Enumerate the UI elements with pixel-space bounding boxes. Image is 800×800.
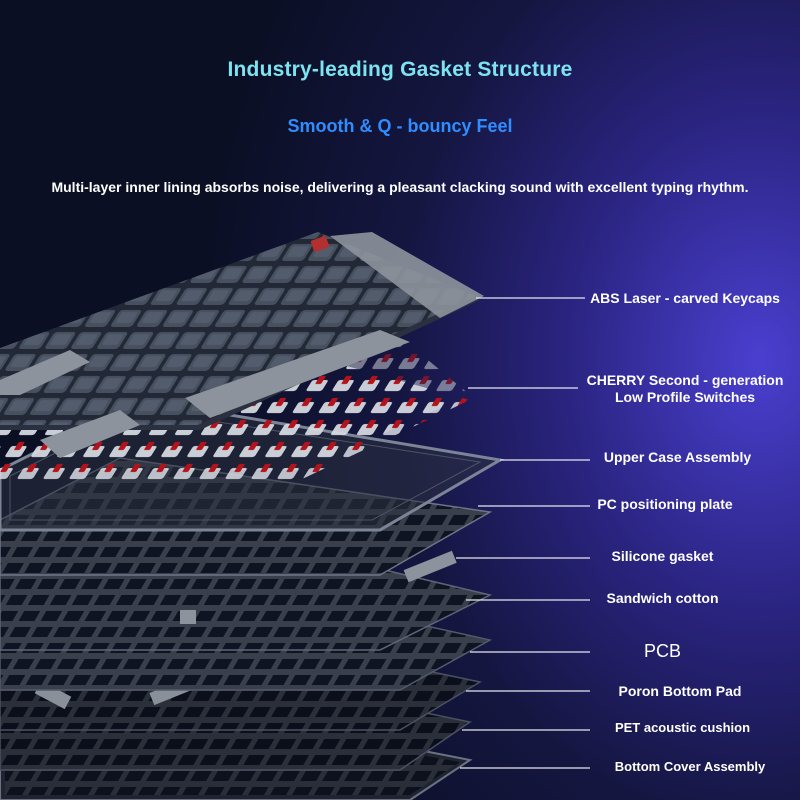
- label-keycaps: ABS Laser - carved Keycaps: [590, 290, 780, 306]
- page-description: Multi-layer inner lining absorbs noise, …: [51, 179, 749, 195]
- silicone-gasket-layer: [180, 550, 457, 624]
- leader-lines: [456, 297, 590, 769]
- label-cotton: Sandwich cotton: [606, 590, 719, 606]
- label-plate: PC positioning plate: [597, 496, 733, 512]
- label-bottom-cover: Bottom Cover Assembly: [614, 759, 766, 774]
- label-switches-line2: Low Profile Switches: [614, 389, 756, 405]
- label-poron: Poron Bottom Pad: [618, 683, 742, 699]
- label-pet: PET acoustic cushion: [614, 720, 751, 735]
- label-upper-case: Upper Case Assembly: [603, 449, 752, 465]
- page-subtitle: Smooth & Q - bouncy Feel: [287, 116, 513, 136]
- label-switches-line1: CHERRY Second - generation: [586, 372, 784, 388]
- keycap-layer: [0, 232, 484, 458]
- label-pcb: PCB: [643, 641, 681, 661]
- label-gasket: Silicone gasket: [611, 548, 714, 564]
- page-title: Industry-leading Gasket Structure: [227, 58, 573, 81]
